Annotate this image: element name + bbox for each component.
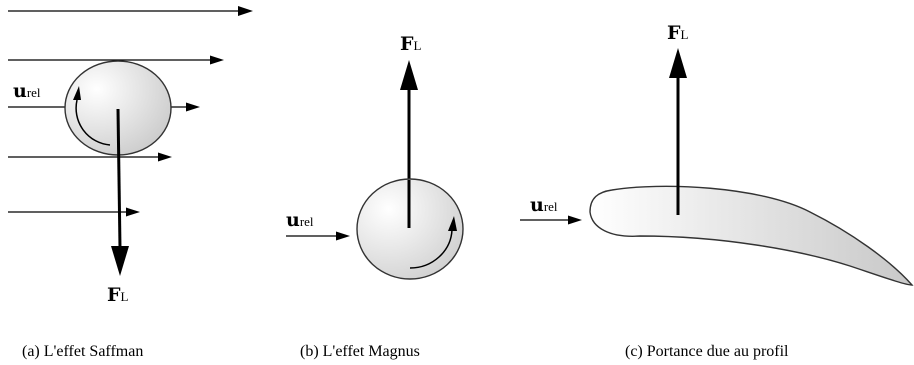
lift-force-arrow	[111, 108, 129, 276]
velocity-label: urel	[530, 194, 558, 216]
rotation-arrow	[73, 86, 111, 146]
velocity-arrow	[286, 231, 350, 241]
velocity-label: urel	[13, 80, 41, 102]
lift-force-label: FL	[400, 33, 422, 55]
velocity-label: urel	[286, 209, 314, 231]
lift-force-arrow	[669, 48, 687, 215]
caption-profil: (c) Portance due au profil	[625, 343, 789, 360]
panel-magnus: FL urel (b) L'effet Magnus	[286, 33, 464, 360]
rotation-arrow	[409, 216, 457, 269]
panel-saffman: FL urel (a) L'effet Saffman	[8, 6, 253, 360]
airfoil-profile	[589, 185, 914, 286]
lift-force-label: FL	[107, 284, 129, 306]
caption-saffman: (a) L'effet Saffman	[22, 343, 143, 360]
panel-profil: FL urel (c) Portance due au profil	[520, 22, 914, 360]
velocity-arrow	[520, 215, 582, 225]
magnus-sphere	[356, 178, 464, 280]
lift-force-label: FL	[667, 22, 689, 44]
caption-magnus: (b) L'effet Magnus	[300, 343, 420, 360]
